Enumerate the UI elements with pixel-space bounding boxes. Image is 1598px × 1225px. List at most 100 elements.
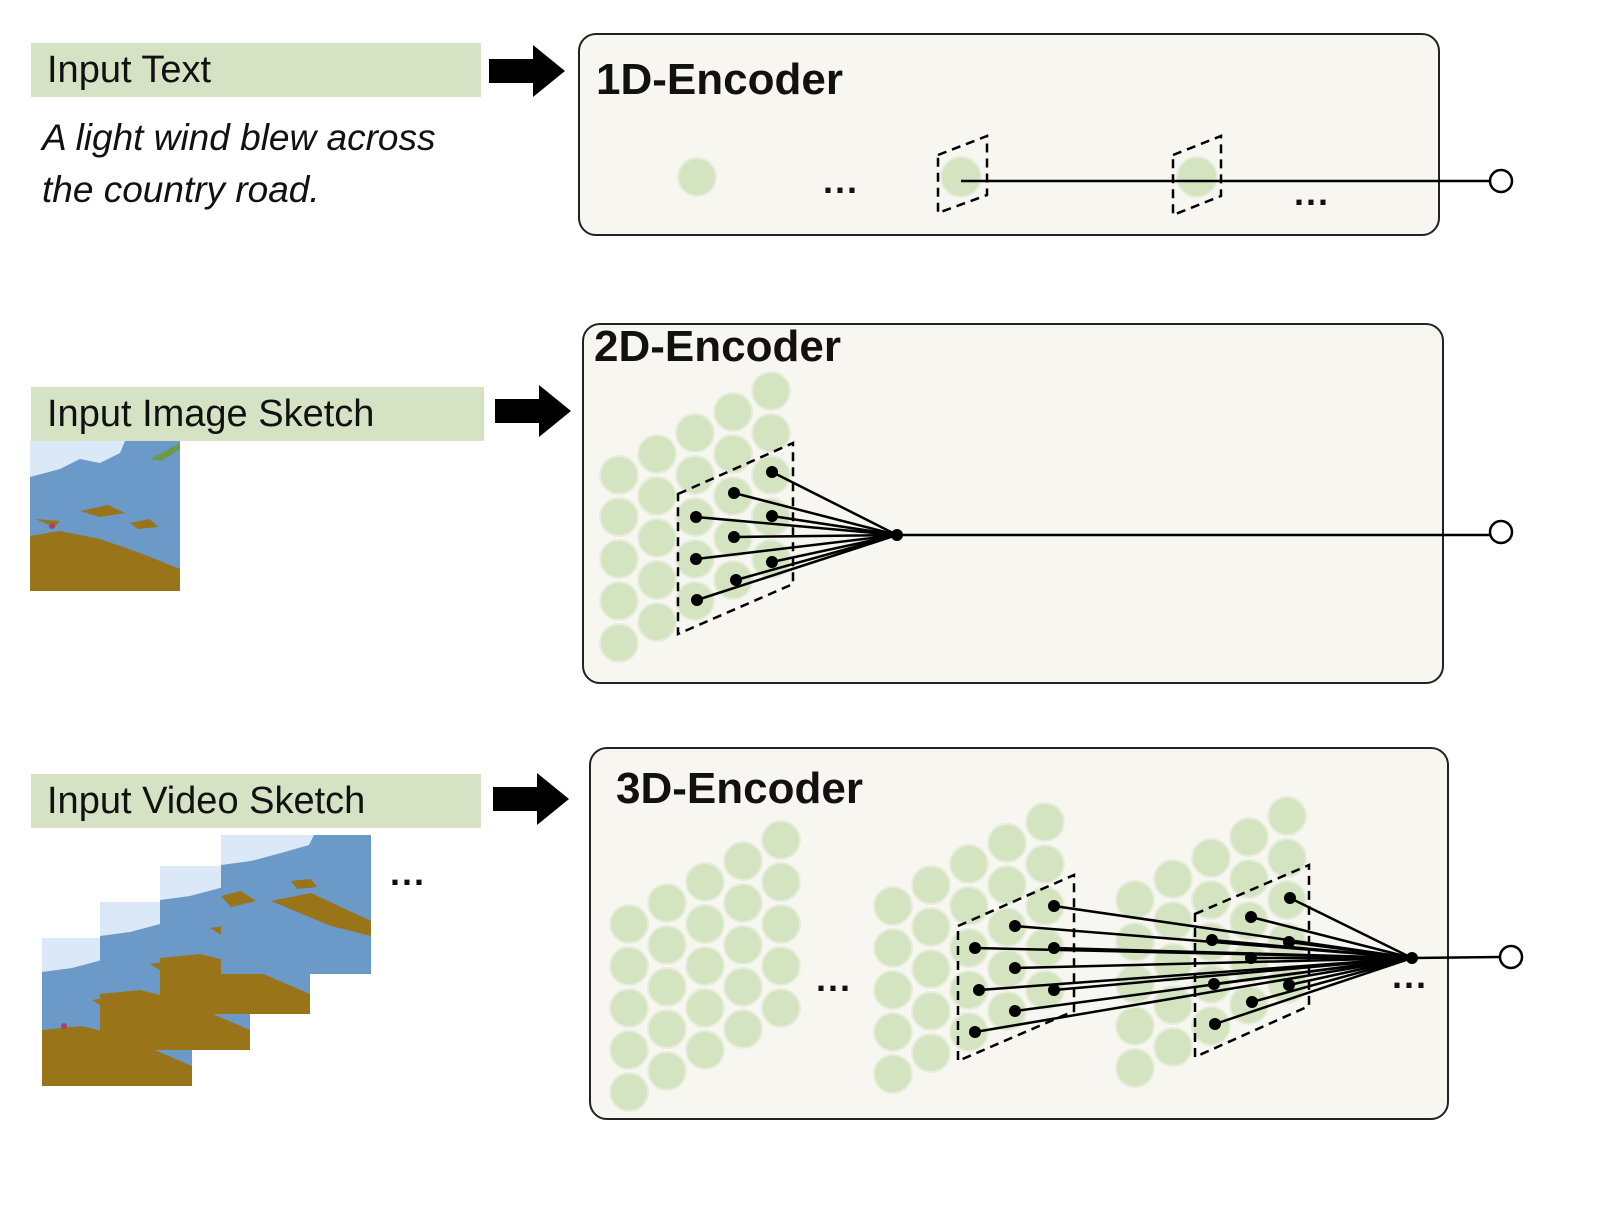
connection-dot <box>1245 911 1257 923</box>
receptive-field-window <box>676 441 795 636</box>
node-circle <box>1115 1048 1155 1088</box>
node-circle <box>609 1072 649 1112</box>
connection-dot <box>766 466 778 478</box>
node-circle <box>911 991 951 1031</box>
connection-dot <box>690 553 702 565</box>
connection-line <box>695 533 898 561</box>
node-circle <box>751 413 791 453</box>
node-circle <box>647 925 687 965</box>
encoder-2d-title: 2D-Encoder <box>594 322 841 371</box>
node-circle <box>987 823 1027 863</box>
node-circle <box>713 392 753 432</box>
node-circle <box>675 455 715 495</box>
node-circle <box>1229 859 1269 899</box>
connection-dot <box>1283 979 1295 991</box>
node-circle <box>1153 1027 1193 1067</box>
output-node <box>1498 944 1524 970</box>
receptive-field-window <box>936 134 989 215</box>
connection-dot <box>1048 900 1060 912</box>
connection-dot <box>728 487 740 499</box>
node-circle <box>761 820 801 860</box>
connection-dot <box>728 531 740 543</box>
node-circle <box>637 560 677 600</box>
node-circle <box>609 988 649 1028</box>
connection-line <box>733 533 898 539</box>
connection-line <box>1214 956 1413 1026</box>
connection-line <box>771 514 898 537</box>
connection-line <box>733 491 898 537</box>
video-frame <box>221 835 371 974</box>
node-circle <box>609 904 649 944</box>
connection-line <box>978 956 1413 992</box>
node-circle <box>873 928 913 968</box>
input-text-label: Input Text <box>31 43 481 97</box>
video-sketch-frames <box>42 835 371 1086</box>
input-text-sample: A light wind blew across the country roa… <box>42 112 522 216</box>
connection-dot <box>1246 996 1258 1008</box>
connection-dot <box>766 556 778 568</box>
receptive-field-window <box>1171 134 1223 217</box>
node-circle <box>873 886 913 926</box>
node-circle <box>685 862 725 902</box>
node-circle <box>761 988 801 1028</box>
node-circle <box>1153 859 1193 899</box>
connection-dot <box>730 574 742 586</box>
output-node <box>1488 168 1514 194</box>
node-circle <box>911 949 951 989</box>
connection-dot <box>1208 978 1220 990</box>
node-circle <box>873 1054 913 1094</box>
node-circle <box>723 841 763 881</box>
output-node <box>1488 519 1514 545</box>
arrow-icon <box>489 45 565 97</box>
connection-dot <box>969 1026 981 1038</box>
connection-dot <box>973 984 985 996</box>
node-circle <box>723 925 763 965</box>
arrow-icon <box>495 385 571 437</box>
node-circle <box>1191 838 1231 878</box>
encoder-3d-title: 3D-Encoder <box>616 764 863 813</box>
node-circle <box>637 602 677 642</box>
node-circle <box>1267 838 1307 878</box>
sample-line-1: A light wind blew across <box>42 117 436 158</box>
connection-line <box>974 956 1413 1034</box>
node-circle <box>609 946 649 986</box>
connection-dot <box>1245 952 1257 964</box>
node-circle <box>599 623 639 663</box>
node-circle <box>609 1030 649 1070</box>
node-circle <box>949 844 989 884</box>
connection-line <box>974 946 1413 960</box>
connection-line <box>1211 938 1413 960</box>
node-circle <box>677 157 717 197</box>
node-circle <box>761 862 801 902</box>
connection-line <box>1251 956 1413 1004</box>
image-sketch-thumbnail <box>30 441 180 591</box>
connection-dot <box>766 510 778 522</box>
connection-line <box>1250 915 1413 960</box>
connection-dot <box>1048 942 1060 954</box>
node-circle <box>723 1009 763 1049</box>
node-circle <box>647 967 687 1007</box>
node-circle <box>873 1012 913 1052</box>
node-circle <box>599 539 639 579</box>
node-circle <box>647 883 687 923</box>
sample-line-2: the country road. <box>42 169 320 210</box>
connection-dot <box>1206 934 1218 946</box>
node-circle <box>911 907 951 947</box>
connection-dot <box>1009 920 1021 932</box>
node-circle <box>1115 880 1155 920</box>
node-circle <box>1229 817 1269 857</box>
connection-line <box>771 470 898 537</box>
receptive-field-window <box>1193 863 1311 1059</box>
connection-line <box>1014 956 1413 970</box>
node-circle <box>723 883 763 923</box>
node-circle <box>1153 985 1193 1025</box>
node-circle <box>637 434 677 474</box>
node-circle <box>637 476 677 516</box>
encoder-1d-title: 1D-Encoder <box>596 55 843 104</box>
connection-dot <box>1009 962 1021 974</box>
node-circle <box>637 518 677 558</box>
node-circle <box>647 1009 687 1049</box>
connection-dot <box>690 511 702 523</box>
